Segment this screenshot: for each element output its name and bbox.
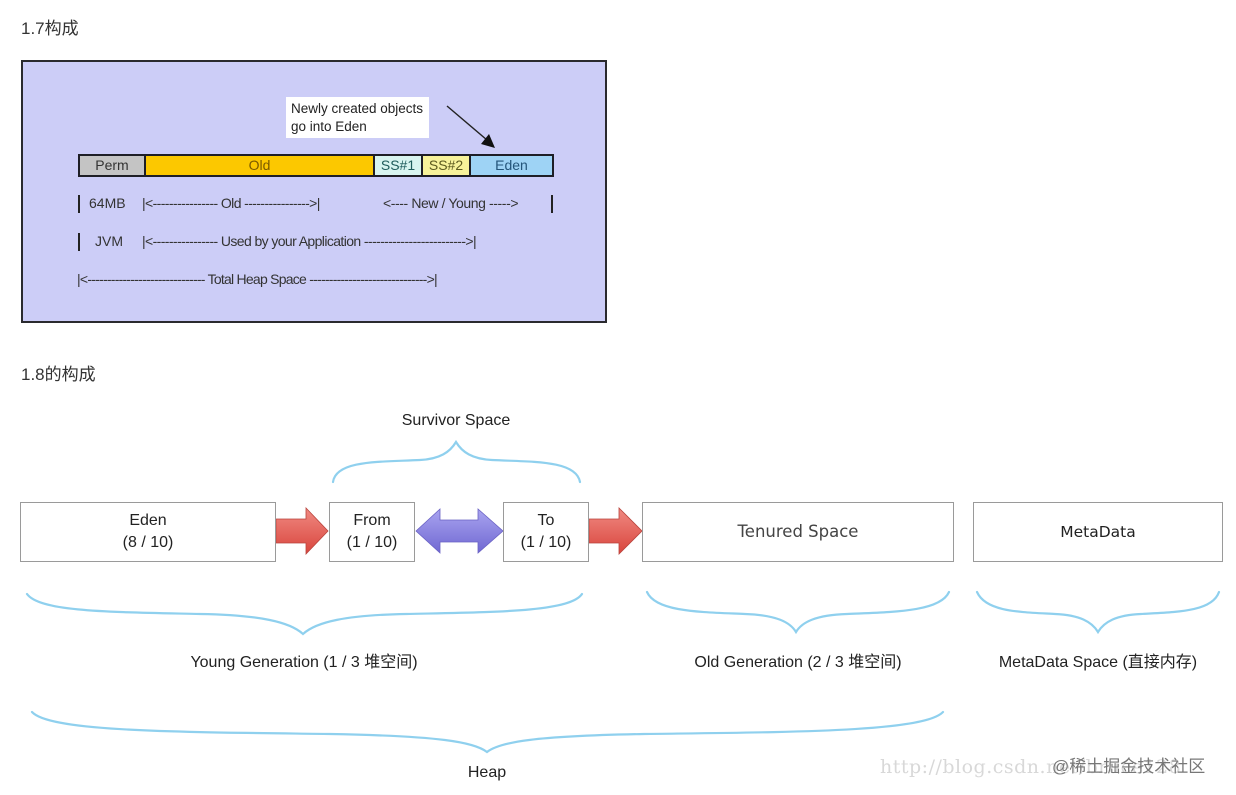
segment-perm: Perm (80, 156, 146, 175)
segment-survivor-1: SS#1 (375, 156, 423, 175)
callout-line-2: go into Eden (291, 119, 367, 134)
segment-survivor-2: SS#2 (423, 156, 471, 175)
survivor-space-label: Survivor Space (401, 412, 511, 429)
tick (78, 233, 80, 251)
watermark-url: http://blog.csdn.net/bruce128 (880, 756, 1182, 778)
jdk17-heap-figure: Newly created objects go into Eden Perm … (21, 60, 607, 323)
young-generation-brace-icon (25, 592, 584, 636)
metadata-brace-icon (975, 590, 1221, 635)
tick (78, 195, 80, 213)
old-generation-brace-icon (645, 590, 951, 635)
tenured-box-name: Tenured Space (737, 522, 859, 541)
from-survivor-box: From (1 / 10) (329, 502, 415, 562)
young-generation-label: Young Generation (1 / 3 堆空间) (190, 654, 418, 671)
old-span-label: |<---------------- Old ---------------->… (142, 195, 320, 211)
to-box-name: To (537, 512, 555, 529)
heading-jdk17: 1.7构成 (21, 19, 79, 38)
heap-bar: Perm Old SS#1 SS#2 Eden (78, 154, 554, 177)
segment-old: Old (146, 156, 375, 175)
survivor-brace-icon (331, 439, 582, 484)
watermark-site: @稀土掘金技术社区 (1052, 757, 1206, 776)
jvm-label: JVM (95, 233, 123, 249)
eden-box: Eden (8 / 10) (20, 502, 276, 562)
eden-callout: Newly created objects go into Eden (286, 97, 430, 138)
to-box-ratio: (1 / 10) (520, 534, 572, 551)
from-box-name: From (353, 512, 391, 529)
application-span-label: |<---------------- Used by your Applicat… (142, 233, 477, 249)
from-box-ratio: (1 / 10) (346, 534, 398, 551)
to-survivor-box: To (1 / 10) (503, 502, 589, 562)
tenured-space-box: Tenured Space (642, 502, 954, 562)
tick (551, 195, 553, 213)
metadata-box: MetaData (973, 502, 1223, 562)
metadata-box-name: MetaData (1060, 523, 1136, 541)
perm-size-label: 64MB (89, 195, 126, 211)
segment-eden: Eden (471, 156, 552, 175)
eden-box-name: Eden (129, 512, 167, 529)
callout-arrow-icon (446, 105, 495, 148)
from-to-swap-arrow-icon (415, 508, 504, 554)
heading-jdk18: 1.8的构成 (21, 365, 96, 384)
heap-label: Heap (467, 764, 507, 781)
total-heap-span-label: |<------------------------------ Total H… (77, 271, 438, 287)
callout-line-1: Newly created objects (291, 101, 424, 116)
eden-to-from-arrow-icon (275, 507, 329, 555)
eden-box-ratio: (8 / 10) (122, 534, 174, 551)
old-generation-label: Old Generation (2 / 3 堆空间) (694, 654, 902, 671)
to-to-tenured-arrow-icon (588, 507, 643, 555)
heap-brace-icon (30, 710, 945, 754)
young-span-label: <---- New / Young -----> (383, 195, 519, 211)
metadata-space-label: MetaData Space (直接内存) (998, 654, 1198, 671)
